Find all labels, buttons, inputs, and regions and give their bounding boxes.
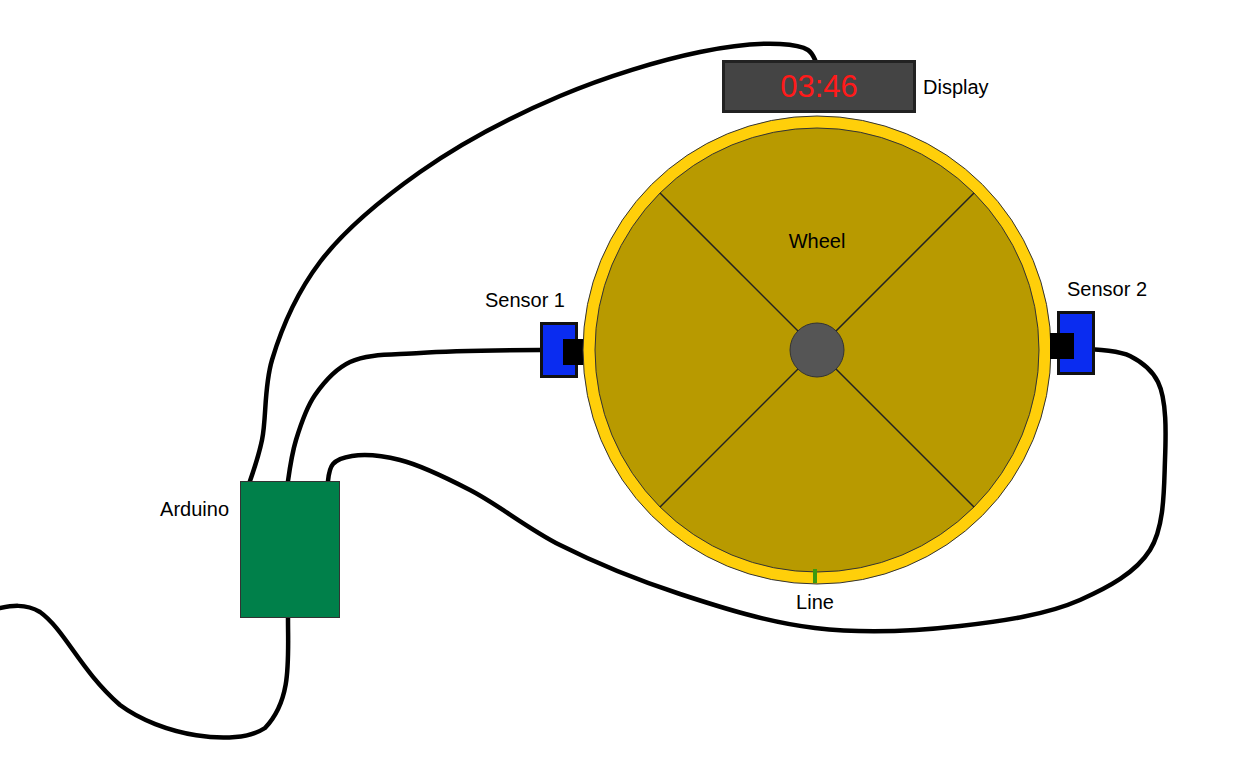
arduino-heading: Arduino bbox=[160, 497, 229, 521]
signal-wire bbox=[288, 350, 540, 481]
wheel-rim bbox=[583, 116, 1051, 584]
power-wire bbox=[0, 606, 288, 738]
wheel-hub bbox=[790, 323, 844, 377]
wheel-spoke bbox=[660, 193, 817, 350]
wheel-face bbox=[595, 128, 1039, 572]
sensor-heading: Sensor 1 bbox=[485, 288, 565, 312]
wheel-spoke bbox=[817, 350, 974, 507]
sensor-box: Sensor 2 bbox=[1057, 311, 1095, 375]
arduino-board: Arduino bbox=[240, 481, 340, 618]
display-box: 03:46Display bbox=[722, 60, 916, 113]
wheel-outline bbox=[582, 115, 1052, 585]
sensor-head bbox=[563, 339, 585, 365]
wheel-spoke bbox=[817, 193, 974, 350]
sensor-box: Sensor 1 bbox=[540, 322, 578, 378]
sensor-head bbox=[1050, 333, 1074, 359]
display-reading: 03:46 bbox=[725, 68, 913, 105]
sensor-heading: Sensor 2 bbox=[1067, 277, 1147, 301]
line-mark bbox=[813, 569, 817, 583]
display-heading: Display bbox=[923, 75, 989, 99]
wheel-circle: Wheel bbox=[582, 115, 1052, 585]
wheel-heading: Wheel bbox=[582, 229, 1052, 253]
part-label: Line bbox=[796, 590, 834, 614]
wheel-spoke bbox=[660, 350, 817, 507]
